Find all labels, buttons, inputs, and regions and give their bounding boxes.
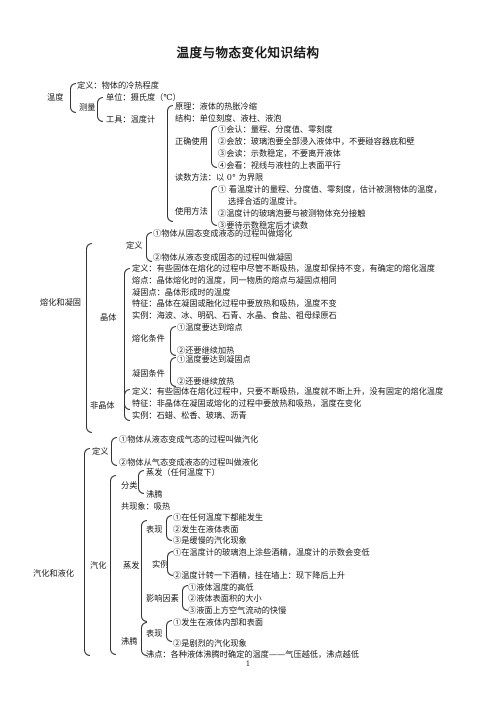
bracket <box>166 620 172 642</box>
vapor-def-2: ②物体从气态变成液态的过程叫做液化 <box>119 457 259 467</box>
correct-use-item: ③会读：示数稳定，不要离开液体 <box>218 148 341 158</box>
melting-label: 熔化和凝固 <box>40 297 81 307</box>
bracket <box>97 97 103 122</box>
bracket <box>167 551 173 576</box>
boil-show-item: ①发生在液体内部和表面 <box>173 617 264 627</box>
usage-method-label: 使用方法 <box>175 206 208 216</box>
solid-condition: ②还要继续放热 <box>177 376 235 386</box>
crystal-line: 熔点：晶体熔化时的温度，同一物质的熔点与凝固点相同 <box>132 275 337 285</box>
bracket <box>182 585 188 611</box>
correct-use-item: ④会看：视线与液柱的上表面平行 <box>218 160 341 170</box>
noncrystal-line: 特征：非晶体在凝固或熔化的过程中要放热和吸热，温度在变化 <box>132 398 362 408</box>
melting-def-2: ②物体从液态变成固态的过程叫做凝固 <box>153 252 293 262</box>
bracket <box>84 448 90 656</box>
crystal-line: 定义：有些固体在熔化的过程中尽管不断吸热，温度却保持不变，有确定的熔化温度 <box>132 263 435 273</box>
tool-text: 工具：温度计 <box>106 114 156 124</box>
heat-text: 共现象：吸热 <box>121 501 171 511</box>
example-item: ②温度计转一下酒精，挂在墙上：现下降后上升 <box>173 570 345 580</box>
bracket <box>211 186 217 226</box>
example-item: ①在温度计的玻璃泡上涂些酒精，温度计的示数会变低 <box>173 547 370 557</box>
evap-label: 蒸发 <box>123 560 140 570</box>
crystal-line: 特征：晶体在凝固或融化过程中要放热和吸热，温度不变 <box>132 298 337 308</box>
structure-text: 结构：单位刻度、液柱、液泡 <box>175 113 282 123</box>
bracket <box>141 520 147 622</box>
bracket <box>166 515 172 541</box>
factor-item: ①液体温度的高低 <box>188 582 254 592</box>
correct-use-item: ②会放：玻璃泡要全部浸入液体中，不要碰容器底和壁 <box>218 136 415 146</box>
usage-item: ②温度计的玻璃泡要与被测物体充分接触 <box>218 208 366 218</box>
correct-use-label: 正确使用 <box>175 136 208 146</box>
bracket <box>170 326 176 356</box>
melt-condition: ②还要继续加热 <box>177 345 235 355</box>
bracket <box>110 475 116 655</box>
evap-show-item: ①在任何温度下都能发生 <box>173 512 264 522</box>
page-number: 1 <box>245 660 251 668</box>
crystal-line: 实例：海波、冰、明矾、石青、水晶、食盐、祖母绿原石 <box>132 310 337 320</box>
bracket <box>138 470 144 494</box>
principle-text: 原理：液体的热胀冷缩 <box>175 101 257 111</box>
noncrystal-line: 定义：有些固体在熔化过程中，只要不断吸热，温度就不断上升，没有固定的熔化温度 <box>132 386 444 396</box>
boil-show-item: ②是剧烈的汽化现象 <box>173 638 247 648</box>
evap-show-item: ②发生在液体表面 <box>173 524 239 534</box>
usage-item-cont: 选择合适的温度计。 <box>228 196 302 206</box>
boil-show-label: 表现 <box>146 628 163 638</box>
usage-item: ③要待示数稳定后才读数 <box>218 220 309 230</box>
factor-label: 影响因素 <box>146 593 179 603</box>
crystal-label: 晶体 <box>100 312 117 322</box>
reading-method: 读数方法：以 0° 为界限 <box>175 172 264 182</box>
class-item: 沸腾 <box>146 489 163 499</box>
noncrystal-label: 非晶体 <box>90 400 115 410</box>
usage-item: ① 看温度计的量程、分度值、零刻度，估计被测物体的温度， <box>218 184 442 194</box>
vapor-def-label: 定义 <box>92 446 109 456</box>
crystal-line: 凝固点：晶体形成时的温度 <box>132 287 231 297</box>
class-label: 分类 <box>121 480 138 490</box>
boil-point: 沸点：各种液体沸腾时确定的温度——气压越低，沸点越低 <box>146 649 359 659</box>
melting-def-1: ①物体从固态变成液态的过程叫做熔化 <box>153 228 293 238</box>
bracket <box>124 389 130 421</box>
melt-condition-label: 熔化条件 <box>132 333 165 343</box>
melt-condition: ①温度要达到熔点 <box>177 322 243 332</box>
evap-show-label: 表现 <box>146 524 163 534</box>
evap-show-item: ③是缓慢的汽化现象 <box>173 535 247 545</box>
boil-label: 沸腾 <box>121 636 138 646</box>
vapor-def-1: ①物体从液态变成气态的过程叫做汽化 <box>119 434 259 444</box>
bracket <box>124 268 130 410</box>
vapor-label: 汽化和液化 <box>33 568 74 578</box>
solid-condition-label: 凝固条件 <box>132 368 165 378</box>
factor-item: ②液体表面积的大小 <box>188 593 262 603</box>
bracket <box>146 232 152 262</box>
correct-use-item: ①会认：量程、分度值、零刻度 <box>218 124 333 134</box>
class-item: 蒸发（任何温度下） <box>146 467 220 477</box>
bracket <box>86 243 92 433</box>
temperature-definition: 定义：物体的冷热程度 <box>77 80 159 90</box>
bracket <box>141 622 147 656</box>
bracket <box>70 83 76 113</box>
melting-def-label: 定义 <box>126 240 143 250</box>
vaporize-label: 汽化 <box>90 560 107 570</box>
bracket <box>111 437 117 466</box>
bracket <box>211 126 217 168</box>
measure-label: 测量 <box>79 102 96 112</box>
noncrystal-line: 实例：石蜡、松香、玻璃、沥青 <box>132 410 247 420</box>
page-title: 温度与物态变化知识结构 <box>176 45 320 60</box>
factor-item: ③液面上方空气流动的快慢 <box>188 605 287 615</box>
bracket <box>170 357 176 387</box>
example-label: 实例 <box>152 559 169 569</box>
unit-text: 单位：摄氏度（℃） <box>106 92 181 102</box>
bracket <box>167 105 173 222</box>
solid-condition: ①温度要达到凝固点 <box>177 354 251 364</box>
temperature-label: 温度 <box>47 92 64 102</box>
